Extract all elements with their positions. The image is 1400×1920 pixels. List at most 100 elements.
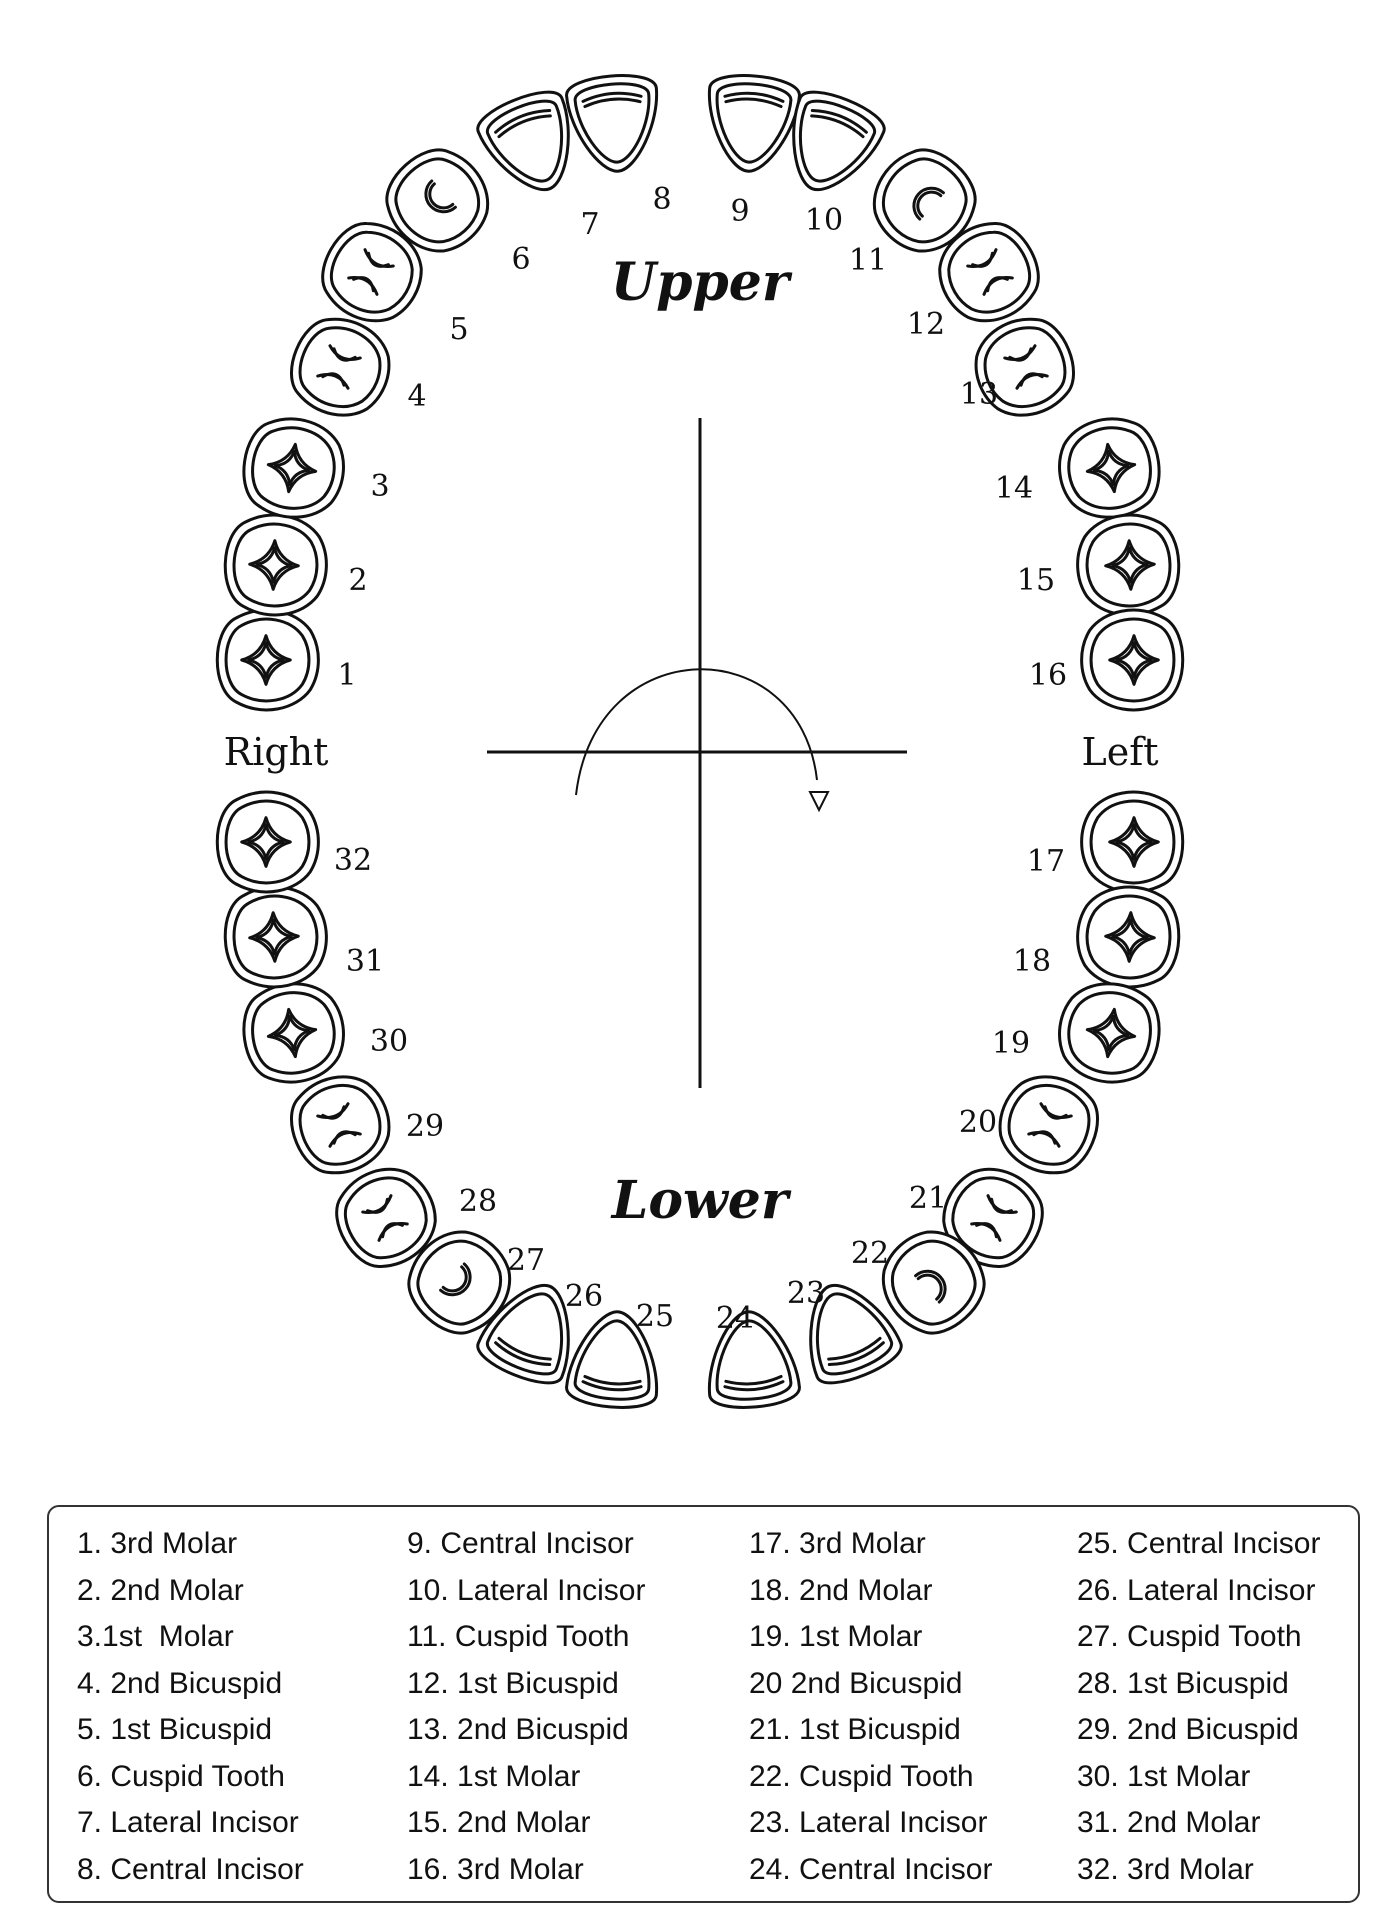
tooth-groove <box>494 1336 552 1367</box>
tooth-4 <box>289 317 391 417</box>
tooth-number: 2 <box>348 563 367 598</box>
tooth-24 <box>707 1310 801 1409</box>
legend-item: 9. Central Incisor <box>407 1527 634 1560</box>
tooth-10 <box>792 90 886 192</box>
legend-item: 2. 2nd Molar <box>77 1573 244 1607</box>
tooth-groove <box>240 816 292 868</box>
legend-column-3: 17. 3rd Molar 18. 2nd Molar 19. 1st Mola… <box>749 1521 1077 1901</box>
tooth-groove <box>827 1336 885 1367</box>
tooth-12 <box>938 222 1040 323</box>
tooth-number: 15 <box>1017 563 1055 598</box>
tooth-20 <box>998 1075 1100 1175</box>
tooth-29 <box>289 1075 391 1175</box>
lower-arch-label: Lower <box>610 1170 792 1231</box>
tooth-groove <box>1104 539 1156 591</box>
tooth-6 <box>385 148 490 253</box>
teeth-group <box>215 74 1185 1409</box>
tooth-number: 29 <box>406 1109 444 1144</box>
tooth-number: 6 <box>511 242 530 277</box>
tooth-groove <box>810 108 868 139</box>
legend-item: 13. 2nd Bicuspid <box>407 1713 629 1746</box>
tooth-number: 13 <box>960 377 998 412</box>
tooth-number: 28 <box>459 1184 497 1219</box>
tooth-number: 25 <box>636 1299 674 1334</box>
legend-item: 20 2nd Bicuspid <box>749 1666 963 1700</box>
tooth-groove <box>581 91 643 109</box>
legend-item: 23. Lateral Incisor <box>749 1806 988 1839</box>
legend-item: 1. 3rd Molar <box>77 1527 238 1560</box>
tooth-groove <box>723 91 785 109</box>
legend-item: 7. Lateral Incisor <box>77 1806 299 1839</box>
legend-item: 21. 1st Bicuspid <box>749 1713 961 1746</box>
legend-item: 30. 1st Molar <box>1077 1759 1251 1793</box>
tooth-19 <box>1058 982 1161 1084</box>
tooth-legend: 1. 3rd Molar 2. 2nd Molar 3.1st Molar 4.… <box>47 1505 1360 1903</box>
tooth-groove <box>347 248 395 296</box>
tooth-14 <box>1058 417 1161 519</box>
tooth-groove <box>266 442 318 494</box>
tooth-groove <box>1108 816 1160 868</box>
legend-item: 27. Cuspid Tooth <box>1077 1620 1302 1653</box>
legend-item: 15. 2nd Molar <box>407 1806 591 1839</box>
tooth-number: 1 <box>337 658 356 693</box>
legend-item: 17. 3rd Molar <box>749 1527 926 1560</box>
tooth-groove <box>1108 634 1160 686</box>
tooth-number: 5 <box>449 312 468 347</box>
quadrant-cross <box>487 418 907 1088</box>
tooth-1 <box>215 608 320 712</box>
tooth-groove <box>914 1269 947 1304</box>
legend-item: 24. Central Incisor <box>749 1852 993 1886</box>
tooth-number: 18 <box>1013 944 1051 979</box>
tooth-number: 32 <box>334 843 372 878</box>
legend-item: 26. Lateral Incisor <box>1077 1573 1316 1607</box>
tooth-9 <box>707 74 801 173</box>
legend-item: 16. 3rd Molar <box>407 1852 584 1886</box>
tooth-number: 30 <box>370 1024 408 1059</box>
tooth-30 <box>242 982 345 1084</box>
tooth-32 <box>215 790 320 894</box>
tooth-groove <box>1003 344 1049 390</box>
tooth-number: 27 <box>507 1243 545 1278</box>
tooth-groove <box>912 186 945 221</box>
tooth-22 <box>881 1230 986 1335</box>
tooth-number: 26 <box>565 1279 603 1314</box>
tooth-number: 31 <box>346 944 384 979</box>
legend-item: 12. 1st Bicuspid <box>407 1666 619 1700</box>
legend-column-4: 25. Central Incisor 26. Lateral Incisor … <box>1077 1521 1358 1901</box>
upper-arch-label: Upper <box>611 252 793 313</box>
legend-item: 28. 1st Bicuspid <box>1077 1666 1289 1700</box>
tooth-groove <box>240 634 292 686</box>
legend-item: 19. 1st Molar <box>749 1620 923 1653</box>
tooth-number: 17 <box>1027 844 1065 879</box>
tooth-27 <box>407 1230 512 1335</box>
tooth-26 <box>476 1283 570 1385</box>
legend-item: 25. Central Incisor <box>1077 1527 1321 1560</box>
tooth-5 <box>321 222 423 323</box>
tooth-groove <box>316 344 362 390</box>
tooth-11 <box>872 148 977 253</box>
tooth-number: 4 <box>407 379 426 414</box>
tooth-31 <box>223 885 328 989</box>
tooth-number: 20 <box>959 1105 997 1140</box>
legend-column-2: 9. Central Incisor 10. Lateral Incisor 1… <box>407 1521 749 1901</box>
tooth-13 <box>974 317 1076 417</box>
legend-item: 5. 1st Bicuspid <box>77 1713 273 1746</box>
tooth-number: 8 <box>652 182 671 217</box>
tooth-groove <box>424 179 457 214</box>
tooth-7 <box>476 90 570 192</box>
tooth-17 <box>1080 790 1185 894</box>
tooth-groove <box>1027 1102 1073 1148</box>
tooth-number: 9 <box>730 194 749 229</box>
tooth-number: 7 <box>580 207 599 242</box>
tooth-groove <box>439 1262 472 1297</box>
tooth-18 <box>1076 885 1181 989</box>
legend-column-1: 1. 3rd Molar 2. 2nd Molar 3.1st Molar 4.… <box>77 1521 407 1901</box>
legend-item: 10. Lateral Incisor <box>407 1573 646 1607</box>
tooth-number: 3 <box>370 469 389 504</box>
tooth-15 <box>1076 513 1181 617</box>
clockwise-arrow-icon <box>575 668 830 813</box>
tooth-number: 19 <box>992 1026 1030 1061</box>
tooth-2 <box>223 513 328 617</box>
tooth-23 <box>809 1283 903 1385</box>
